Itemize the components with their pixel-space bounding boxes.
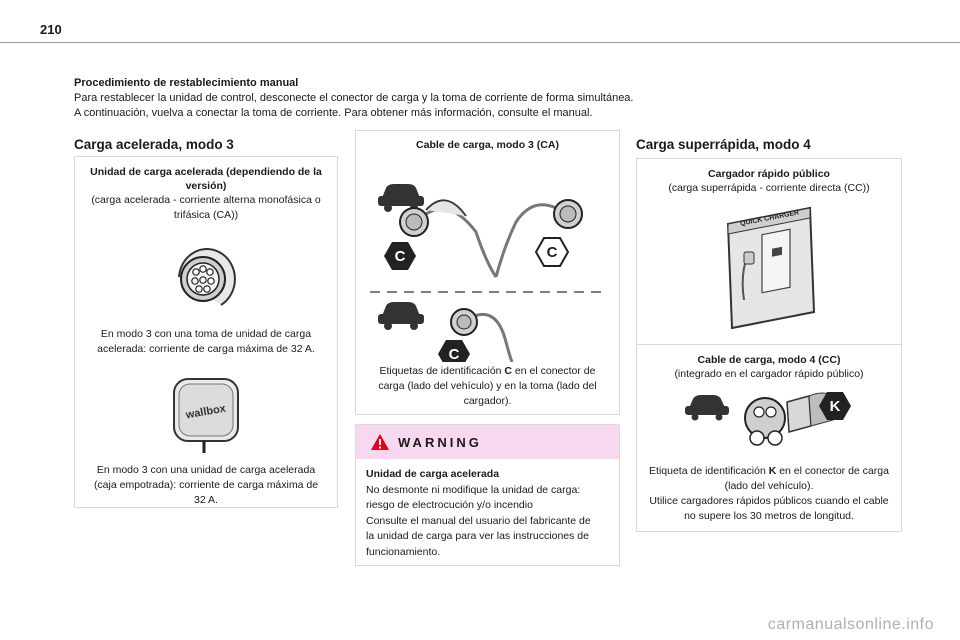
wallbox-caption: En modo 3 con una unidad de carga aceler… <box>93 464 319 506</box>
car-icon-top <box>378 184 424 212</box>
intro-block: Procedimiento de restablecimiento manual… <box>74 76 634 121</box>
cable-mode4-caption: Etiqueta de identificación K en el conec… <box>649 465 889 492</box>
header-rule <box>0 42 960 43</box>
warning-label: WARNING <box>398 434 482 450</box>
warning-line: No desmonte ni modifique la unidad de ca… <box>366 483 581 496</box>
page-number: 210 <box>40 22 62 37</box>
charger-title: Cargador rápido público <box>708 168 830 180</box>
svg-text:C: C <box>547 244 558 261</box>
warning-header: WARNING <box>356 425 619 459</box>
intro-line-2: A continuación, vuelva a conectar la tom… <box>74 107 593 119</box>
mode3-cable-box: Cable de carga, modo 3 (CA) C C <box>355 130 620 415</box>
cable-mode4-title: Cable de carga, modo 4 (CC) <box>697 354 841 366</box>
quick-charger-icon: QUICK CHARGER <box>726 206 816 330</box>
ccs-connector-icon <box>744 392 834 446</box>
svg-text:K: K <box>830 398 841 415</box>
quick-charger-figure: QUICK CHARGER <box>637 204 901 332</box>
socket-figure <box>75 237 337 317</box>
wallbox-icon: wallbox <box>173 378 239 453</box>
unit-description: (carga acelerada - corriente alterna mon… <box>91 194 321 221</box>
cable-mode3-caption: Etiquetas de identificación C en el cone… <box>378 365 597 407</box>
mode4-divider <box>637 344 901 345</box>
warning-line: Consulte el manual del usuario del fabri… <box>366 514 591 527</box>
badge-c-vehicle: C <box>384 242 416 270</box>
intro-line-1: Para restablecer la unidad de control, d… <box>74 92 634 104</box>
car-icon-mode4 <box>685 395 729 421</box>
warning-line: la unidad de carga para ver las instrucc… <box>366 530 589 542</box>
badge-c-lower: C <box>438 340 470 362</box>
unit-title: Unidad de carga acelerada (dependiendo d… <box>90 166 322 192</box>
svg-text:C: C <box>395 248 406 265</box>
warning-box: WARNING Unidad de carga acelerada No des… <box>355 424 620 566</box>
watermark: carmanualsonline.info <box>767 616 934 633</box>
intro-title: Procedimiento de restablecimiento manual <box>74 77 299 89</box>
cable-mode3-figure: C C C <box>370 184 606 362</box>
socket-icon <box>178 248 236 306</box>
cable-mode4-caption-2: Utilice cargadores rápidos públicos cuan… <box>649 495 889 522</box>
cable-mode4-figure: K <box>685 392 851 446</box>
cable-mode3-title: Cable de carga, modo 3 (CA) <box>416 139 559 151</box>
cable-mode4-description: (integrado en el cargador rápido público… <box>674 368 864 380</box>
warning-line: funcionamiento. <box>366 545 441 558</box>
section-title-mode3: Carga acelerada, modo 3 <box>74 137 234 152</box>
mode4-box: Cargador rápido público (carga superrápi… <box>636 158 902 532</box>
svg-text:C: C <box>449 346 460 362</box>
socket-caption: En modo 3 con una toma de unidad de carg… <box>97 328 315 355</box>
car-icon-bottom <box>378 302 424 330</box>
badge-c-charger: C <box>534 237 570 267</box>
warning-triangle-icon <box>371 434 389 450</box>
wallbox-figure: wallbox <box>75 375 337 455</box>
charger-description: (carga superrápida - corriente directa (… <box>668 182 870 194</box>
badge-k: K <box>819 392 851 420</box>
mode3-unit-box: Unidad de carga acelerada (dependiendo d… <box>74 156 338 508</box>
warning-title: Unidad de carga acelerada <box>366 468 500 480</box>
warning-body: Unidad de carga acelerada No desmonte ni… <box>356 459 619 568</box>
section-title-mode4: Carga superrápida, modo 4 <box>636 137 811 152</box>
warning-line: riesgo de electrocución y/o incendio <box>366 499 533 511</box>
